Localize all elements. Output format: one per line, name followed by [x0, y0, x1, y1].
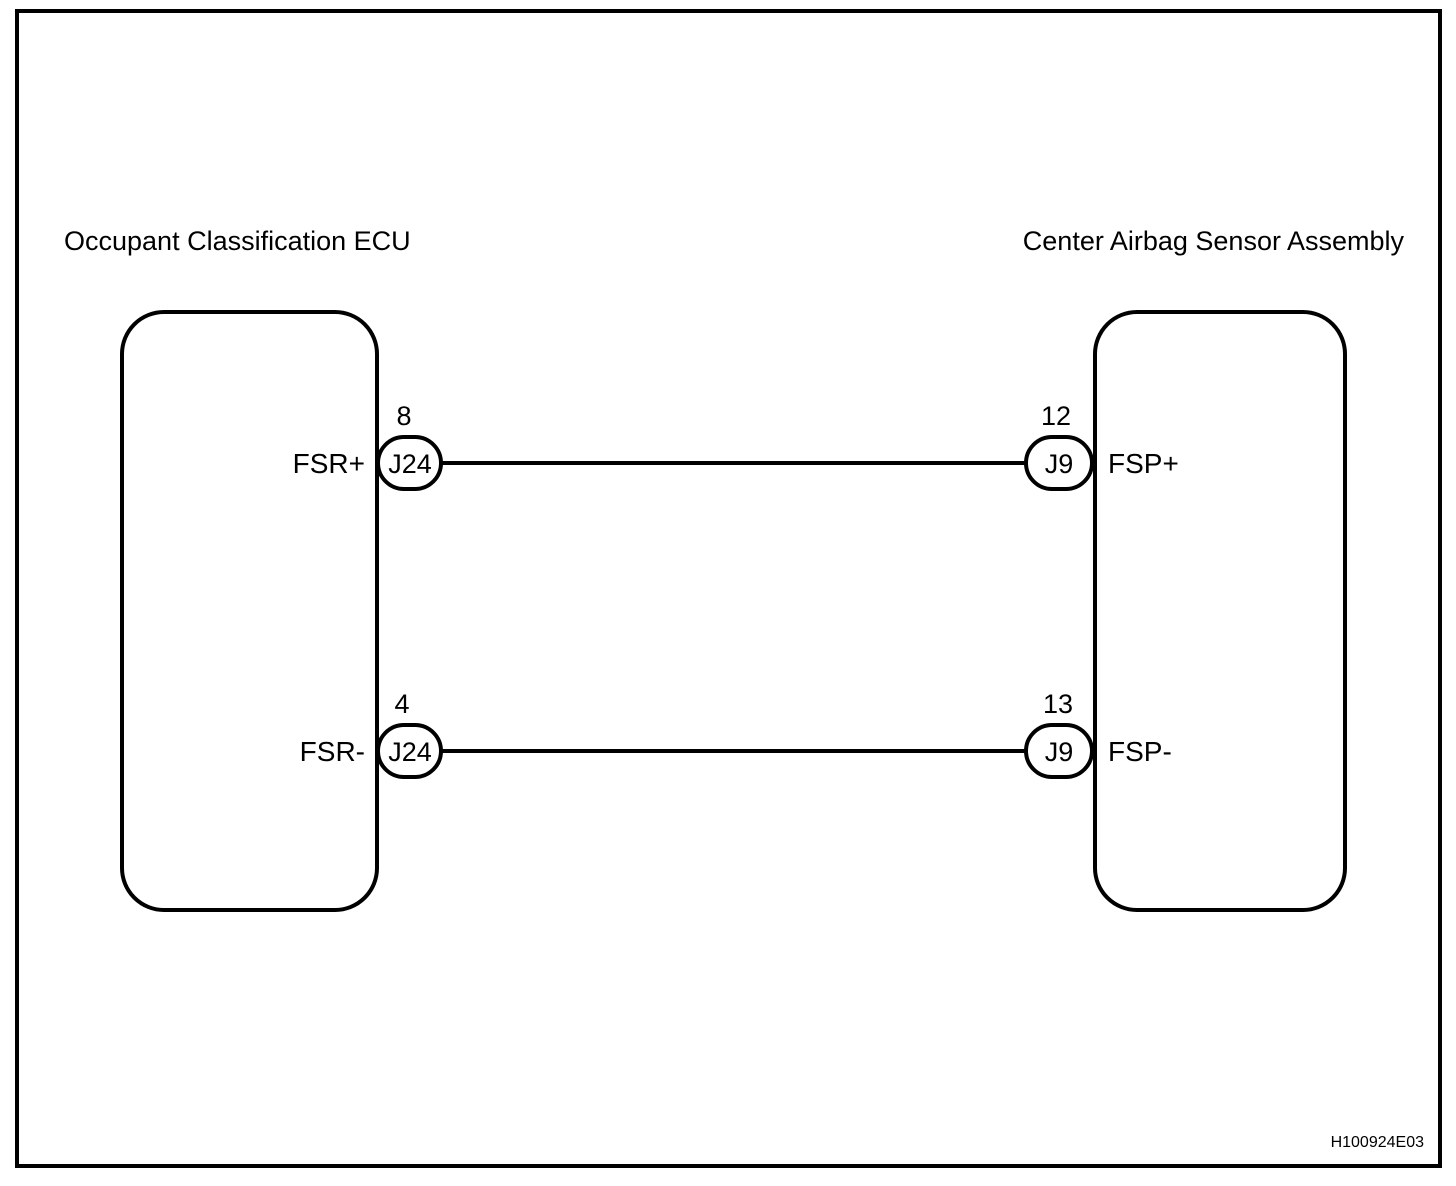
figure-reference-code: H100924E03	[1331, 1134, 1425, 1151]
pin-number-left-1: 8	[396, 401, 411, 431]
terminal-label-left-2: FSR-	[300, 736, 365, 767]
pin-number-right-2: 13	[1043, 689, 1073, 719]
connector-code-right-2: J9	[1045, 737, 1074, 767]
left-unit-title: Occupant Classification ECU	[64, 226, 411, 256]
connector-code-right-1: J9	[1045, 449, 1074, 479]
connector-code-left-1: J24	[388, 449, 432, 479]
terminal-label-right-1: FSP+	[1108, 448, 1179, 479]
diagram-outer-border	[15, 9, 1442, 1168]
pin-number-left-2: 4	[394, 689, 409, 719]
terminal-label-right-2: FSP-	[1108, 736, 1172, 767]
center-airbag-sensor-assembly-box	[1093, 310, 1347, 912]
terminal-label-left-1: FSR+	[293, 448, 365, 479]
connector-code-left-2: J24	[388, 737, 432, 767]
occupant-classification-ecu-box	[120, 310, 379, 912]
connector-oval-right-2	[1024, 723, 1094, 779]
right-unit-title: Center Airbag Sensor Assembly	[1023, 226, 1405, 256]
connector-oval-right-1	[1024, 435, 1094, 491]
pin-number-right-1: 12	[1041, 401, 1071, 431]
